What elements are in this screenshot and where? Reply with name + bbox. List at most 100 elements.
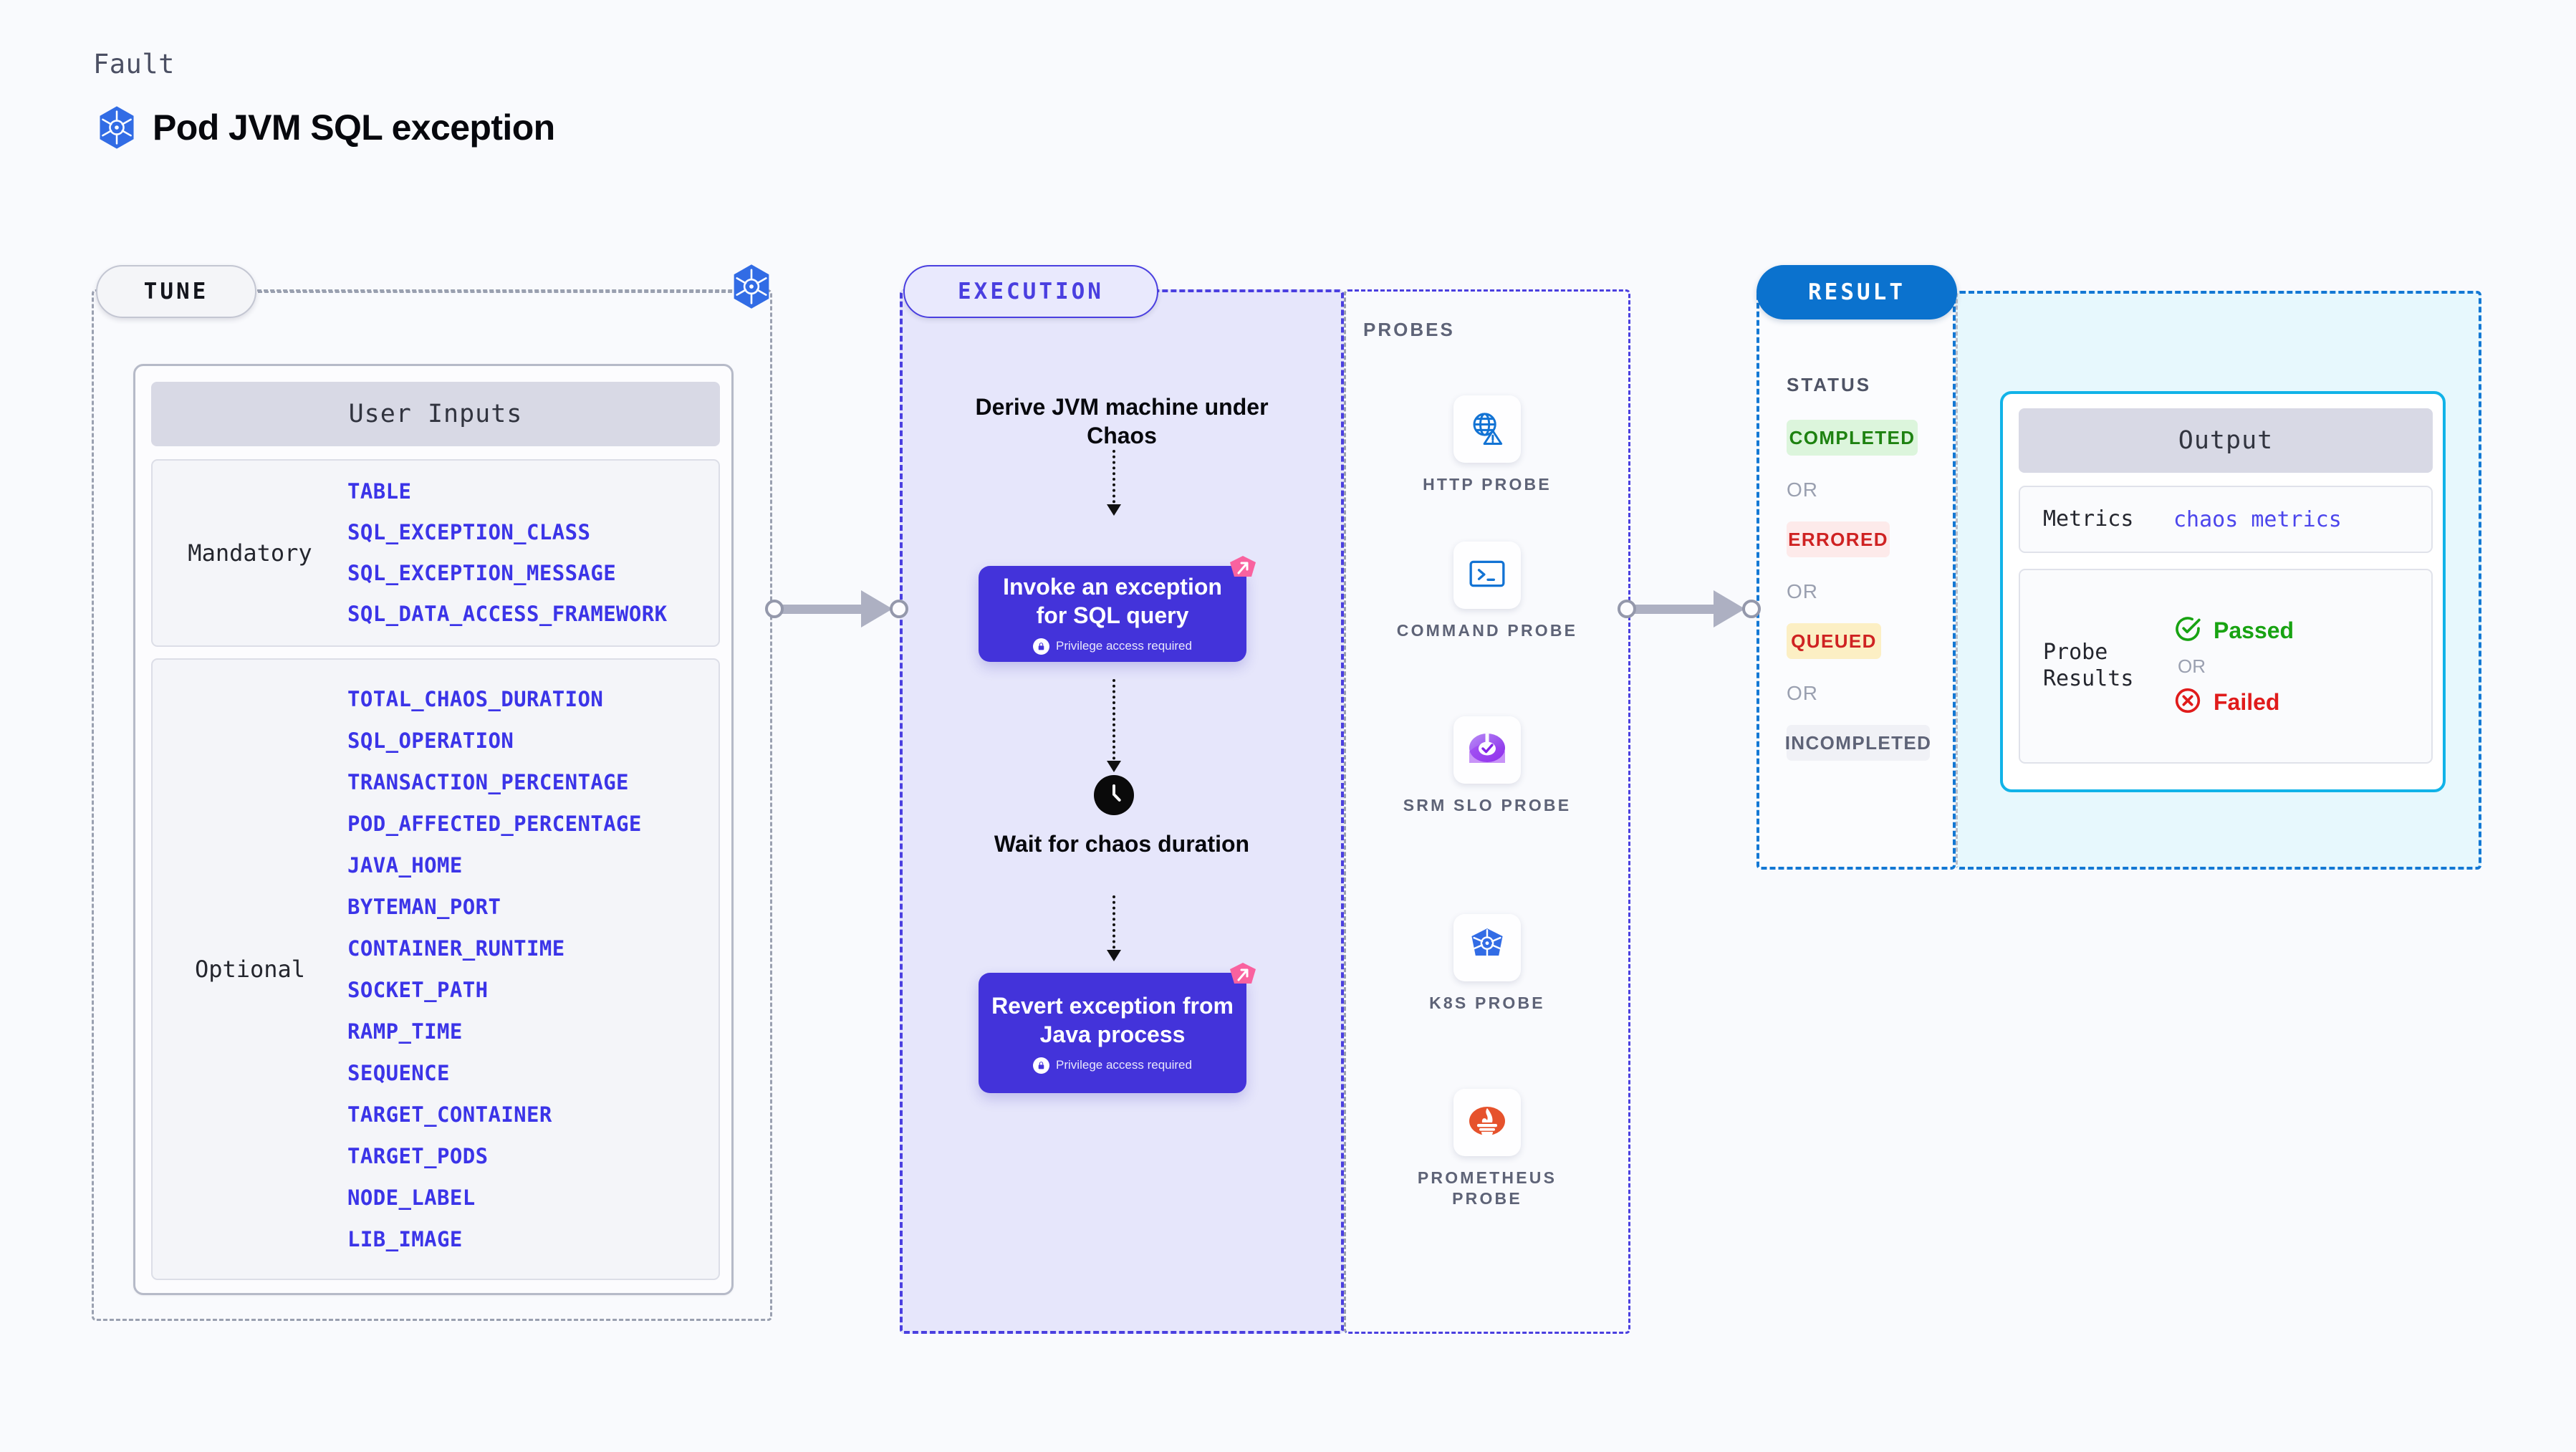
terminal-icon: [1468, 557, 1506, 594]
stage-badge-execution[interactable]: EXECUTION: [903, 265, 1158, 318]
param-item[interactable]: JAVA_HOME: [347, 852, 463, 878]
passed-text: Passed: [2214, 617, 2294, 643]
or-separator: OR: [2178, 655, 2206, 677]
output-metrics-row: Metrics chaos metrics: [2019, 486, 2433, 553]
probe-tile: [1453, 1089, 1521, 1156]
group-label-mandatory: Mandatory: [188, 539, 312, 567]
lock-icon: [1033, 1057, 1050, 1074]
flow-step-derive-jvm: Derive JVM machine under Chaos: [975, 394, 1269, 449]
check-circle-icon: [2173, 615, 2202, 647]
execution-card-revert-exception[interactable]: Revert exception from Java process Privi…: [979, 963, 1256, 1093]
fault-eyebrow: Fault: [93, 49, 175, 80]
probe-label: PROMETHEUS PROBE: [1417, 1168, 1557, 1208]
clock-icon: [1094, 775, 1134, 815]
x-circle-icon: [2173, 686, 2202, 718]
metrics-label: Metrics: [2043, 506, 2134, 532]
kubernetes-icon: [731, 264, 772, 309]
connector-dot: [765, 600, 784, 618]
param-item[interactable]: TRANSACTION_PERCENTAGE: [347, 769, 629, 794]
privilege-note: Privilege access required: [1056, 639, 1192, 653]
connector-dot: [1618, 600, 1636, 618]
tune-stage-container: [92, 289, 772, 1321]
status-badge-completed: COMPLETED: [1787, 420, 1918, 456]
param-item[interactable]: SQL_EXCEPTION_CLASS: [347, 520, 591, 544]
param-item[interactable]: SQL_DATA_ACCESS_FRAMEWORK: [347, 602, 668, 626]
connector-dot: [1742, 600, 1761, 618]
page-title: Pod JVM SQL exception: [153, 107, 555, 148]
or-separator: OR: [1787, 682, 1818, 704]
param-item[interactable]: RAMP_TIME: [347, 1019, 463, 1044]
param-item[interactable]: TARGET_CONTAINER: [347, 1102, 552, 1127]
card-title: Invoke an exception for SQL query: [1003, 574, 1222, 628]
or-separator: OR: [1787, 479, 1818, 501]
privilege-note-row: Privilege access required: [1033, 638, 1192, 655]
param-item[interactable]: BYTEMAN_PORT: [347, 894, 501, 919]
probe-item[interactable]: COMMAND PROBE: [1380, 542, 1595, 641]
status-label: STATUS: [1787, 374, 1872, 395]
param-item[interactable]: TOTAL_CHAOS_DURATION: [347, 686, 604, 711]
connector-execution-to-result: [1618, 590, 1761, 628]
connector-arrowhead: [1714, 590, 1745, 628]
status-badge-incompleted: INCOMPLETED: [1785, 725, 1931, 761]
probe-results-label: Probe Results: [2043, 640, 2134, 691]
page-header: Fault Pod JVM SQL exception: [93, 49, 555, 150]
connector-bar: [1633, 604, 1716, 614]
globe-warning-icon: [1468, 408, 1506, 451]
probe-item[interactable]: K8S PROBE: [1380, 914, 1595, 1014]
flow-arrow: [1107, 450, 1121, 516]
execution-card-invoke-exception[interactable]: Invoke an exception for SQL query Privil…: [979, 556, 1256, 662]
probe-item[interactable]: HTTP PROBE: [1380, 395, 1595, 495]
param-item[interactable]: SQL_EXCEPTION_MESSAGE: [347, 561, 617, 585]
probe-result-failed: Failed: [2173, 686, 2294, 718]
status-badge-errored: ERRORED: [1787, 521, 1890, 557]
probes-label: PROBES: [1363, 319, 1455, 340]
param-item[interactable]: SEQUENCE: [347, 1060, 450, 1085]
probe-tile: [1453, 395, 1521, 463]
probe-tile: [1453, 716, 1521, 784]
probe-item[interactable]: PROMETHEUS PROBE: [1380, 1089, 1595, 1210]
fault-title-row: Pod JVM SQL exception: [97, 105, 555, 150]
output-card: Output Metrics chaos metrics Probe Resul…: [2000, 391, 2446, 792]
chaos-corner-icon: [1228, 961, 1258, 994]
flow-step-wait-chaos: Wait for chaos duration: [994, 831, 1250, 857]
param-item[interactable]: SQL_OPERATION: [347, 728, 514, 753]
user-inputs-card: User Inputs Mandatory TABLE SQL_EXCEPTIO…: [133, 364, 734, 1295]
card-title: Revert exception from Java process: [991, 993, 1234, 1047]
user-inputs-title: User Inputs: [151, 382, 720, 446]
probe-item[interactable]: SRM SLO PROBE: [1380, 716, 1595, 816]
prometheus-icon: [1466, 1102, 1508, 1143]
output-title: Output: [2019, 408, 2433, 473]
param-item[interactable]: TABLE: [347, 479, 412, 504]
param-item[interactable]: NODE_LABEL: [347, 1185, 476, 1210]
param-item[interactable]: SOCKET_PATH: [347, 977, 489, 1002]
status-badge-queued: QUEUED: [1787, 623, 1881, 659]
connector-bar: [781, 604, 864, 614]
stage-badge-result[interactable]: RESULT: [1756, 265, 1957, 319]
flow-arrow: [1107, 679, 1121, 772]
param-item[interactable]: POD_AFFECTED_PERCENTAGE: [347, 811, 642, 836]
failed-text: Failed: [2214, 688, 2280, 715]
probe-results-values: Passed OR Failed: [2173, 615, 2294, 718]
stage-badge-tune[interactable]: TUNE: [96, 265, 256, 318]
probe-label: COMMAND PROBE: [1396, 621, 1578, 640]
param-item[interactable]: TARGET_PODS: [347, 1143, 489, 1168]
connector-arrowhead: [861, 590, 893, 628]
param-item[interactable]: LIB_IMAGE: [347, 1226, 463, 1251]
connector-tune-to-execution: [765, 590, 908, 628]
optional-param-group: Optional TOTAL_CHAOS_DURATION SQL_OPERAT…: [151, 658, 720, 1280]
privilege-note-row: Privilege access required: [1033, 1057, 1192, 1074]
result-status-container: [1756, 291, 1956, 870]
probe-label: K8S PROBE: [1429, 994, 1545, 1012]
kubernetes-icon: [1467, 927, 1507, 969]
tune-connector-line: [258, 291, 745, 293]
privilege-note: Privilege access required: [1056, 1058, 1192, 1072]
param-item[interactable]: CONTAINER_RUNTIME: [347, 936, 565, 961]
lock-icon: [1033, 638, 1050, 655]
or-separator: OR: [1787, 580, 1818, 602]
probe-tile: [1453, 914, 1521, 981]
metrics-value[interactable]: chaos metrics: [2173, 506, 2342, 532]
slo-gauge-icon: [1466, 730, 1508, 771]
probes-container: [1344, 289, 1630, 1334]
probe-tile: [1453, 542, 1521, 609]
probe-result-passed: Passed: [2173, 615, 2294, 647]
